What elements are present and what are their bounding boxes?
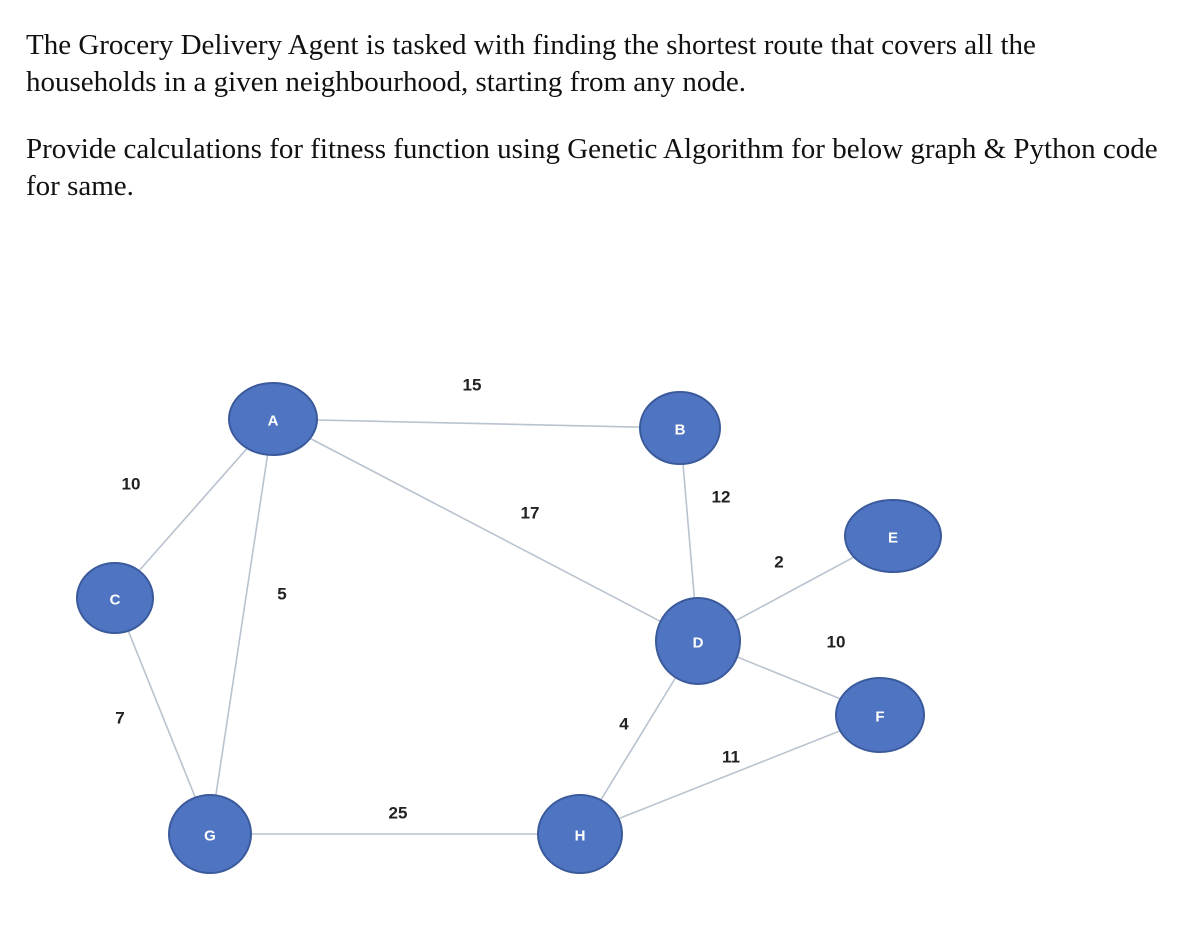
node-e-label: E (888, 530, 898, 547)
question-paragraph-1: The Grocery Delivery Agent is tasked wit… (26, 29, 1036, 98)
node-a-circle (228, 382, 318, 456)
edge-a-d (272, 418, 699, 642)
node-h-label: H (575, 828, 586, 845)
node-a: A (228, 382, 318, 456)
edge-a-g (209, 418, 274, 835)
edge-weight-a-b: 15 (463, 376, 482, 395)
node-b-circle (639, 391, 721, 465)
edge-weight-h-f: 11 (722, 748, 740, 767)
edge-weight-g-h: 25 (389, 804, 408, 823)
node-g-label: G (204, 828, 216, 845)
edges-layer (114, 418, 894, 835)
node-b: B (639, 391, 721, 465)
edge-weight-c-g: 7 (115, 709, 124, 728)
question-paragraph-2: Provide calculations for fitness functio… (26, 133, 1158, 202)
node-c: C (76, 562, 154, 634)
edge-weight-a-g: 5 (277, 585, 286, 604)
node-e: E (844, 499, 942, 573)
node-f-label: F (875, 709, 884, 726)
node-g-circle (168, 794, 252, 874)
node-c-label: C (110, 592, 121, 609)
node-f-circle (835, 677, 925, 753)
node-f: F (835, 677, 925, 753)
edge-weight-b-d: 12 (712, 488, 731, 507)
edge-c-g (114, 597, 211, 835)
node-e-circle (844, 499, 942, 573)
edge-a-b (272, 418, 681, 429)
node-h: H (537, 794, 623, 874)
node-b-label: B (675, 422, 686, 439)
edge-h-f (579, 714, 881, 835)
edge-weight-a-c: 10 (122, 475, 141, 494)
node-d-circle (655, 597, 741, 685)
nodes-layer: A B C D E F G H (76, 382, 942, 874)
node-d: D (655, 597, 741, 685)
node-a-label: A (268, 413, 279, 430)
edge-weight-d-h: 4 (619, 715, 629, 734)
node-h-circle (537, 794, 623, 874)
weights-layer: 15 10 5 17 12 2 10 4 7 25 11 (115, 376, 845, 823)
node-d-label: D (693, 635, 704, 652)
edge-weight-d-f: 10 (827, 633, 846, 652)
edge-weight-d-e: 2 (774, 553, 783, 572)
node-g: G (168, 794, 252, 874)
node-c-circle (76, 562, 154, 634)
edge-weight-a-d: 17 (521, 504, 540, 523)
